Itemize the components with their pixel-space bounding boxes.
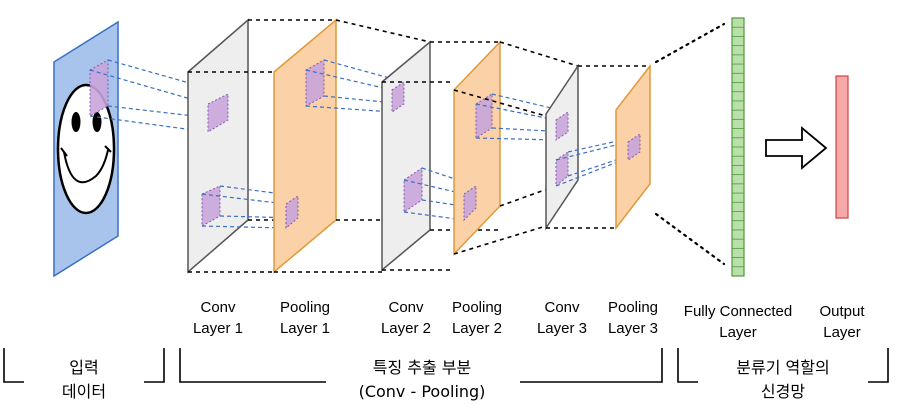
conv-layer-2-label-line2: Layer 2: [381, 320, 431, 337]
pool1-to-conv2-connections: [274, 19, 431, 273]
pooling-layer-1-label-line2: Layer 1: [280, 320, 330, 337]
pooling-layer-3-plane: [615, 63, 651, 231]
pooling-layer-3-label-line2: Layer 3: [608, 320, 658, 337]
conv-layer-2-plane: [381, 40, 431, 272]
conv-layer-1-plane: [187, 18, 249, 274]
section-brackets: [3, 348, 889, 383]
conv-layer-2-label-line1: Conv: [388, 299, 424, 316]
conv-layer-3-label-line2: Layer 3: [537, 320, 587, 337]
pooling-layer-2-label-line2: Layer 2: [452, 320, 502, 337]
right-arrow-icon: [765, 126, 828, 170]
output-layer-label-line1: Output: [819, 303, 865, 320]
pooling-layer-2-label-line1: Pooling: [452, 299, 502, 316]
classifier-section-label-line2: 신경망: [761, 382, 805, 401]
fully-connected-layer: [731, 17, 745, 277]
pooling-layer-2-plane: [453, 40, 501, 256]
conv-layer-1-label-line1: Conv: [200, 299, 236, 316]
fc-layer-label-line1: Fully Connected: [684, 303, 792, 320]
fc-layer-label-line2: Layer: [719, 324, 757, 341]
output-layer: [835, 75, 849, 219]
output-layer-label-line2: Layer: [823, 324, 861, 341]
pooling-layer-1-plane: [273, 18, 337, 274]
pool3-to-fc-connections: [654, 22, 726, 266]
conv-layer-3-label-line1: Conv: [544, 299, 580, 316]
conv-layer-3-plane: [545, 63, 579, 231]
layer-labels: Conv Layer 1 Pooling Layer 1 Conv Layer …: [193, 299, 865, 341]
input-section-label-line1: 입력: [69, 358, 98, 377]
input-section-label-line2: 데이터: [62, 382, 106, 401]
section-labels: 입력 데이터 특징 추출 부분 (Conv - Pooling) 분류기 역할의…: [62, 358, 830, 401]
classifier-section-label-line1: 분류기 역할의: [736, 358, 829, 377]
input-image: [53, 20, 119, 278]
feature-section-label-line1: 특징 추출 부분: [373, 358, 472, 377]
feature-section-label-line2: (Conv - Pooling): [359, 382, 486, 401]
pooling-layer-1-label-line1: Pooling: [280, 299, 330, 316]
pooling-layer-3-label-line1: Pooling: [608, 299, 658, 316]
conv-layer-1-label-line2: Layer 1: [193, 320, 243, 337]
